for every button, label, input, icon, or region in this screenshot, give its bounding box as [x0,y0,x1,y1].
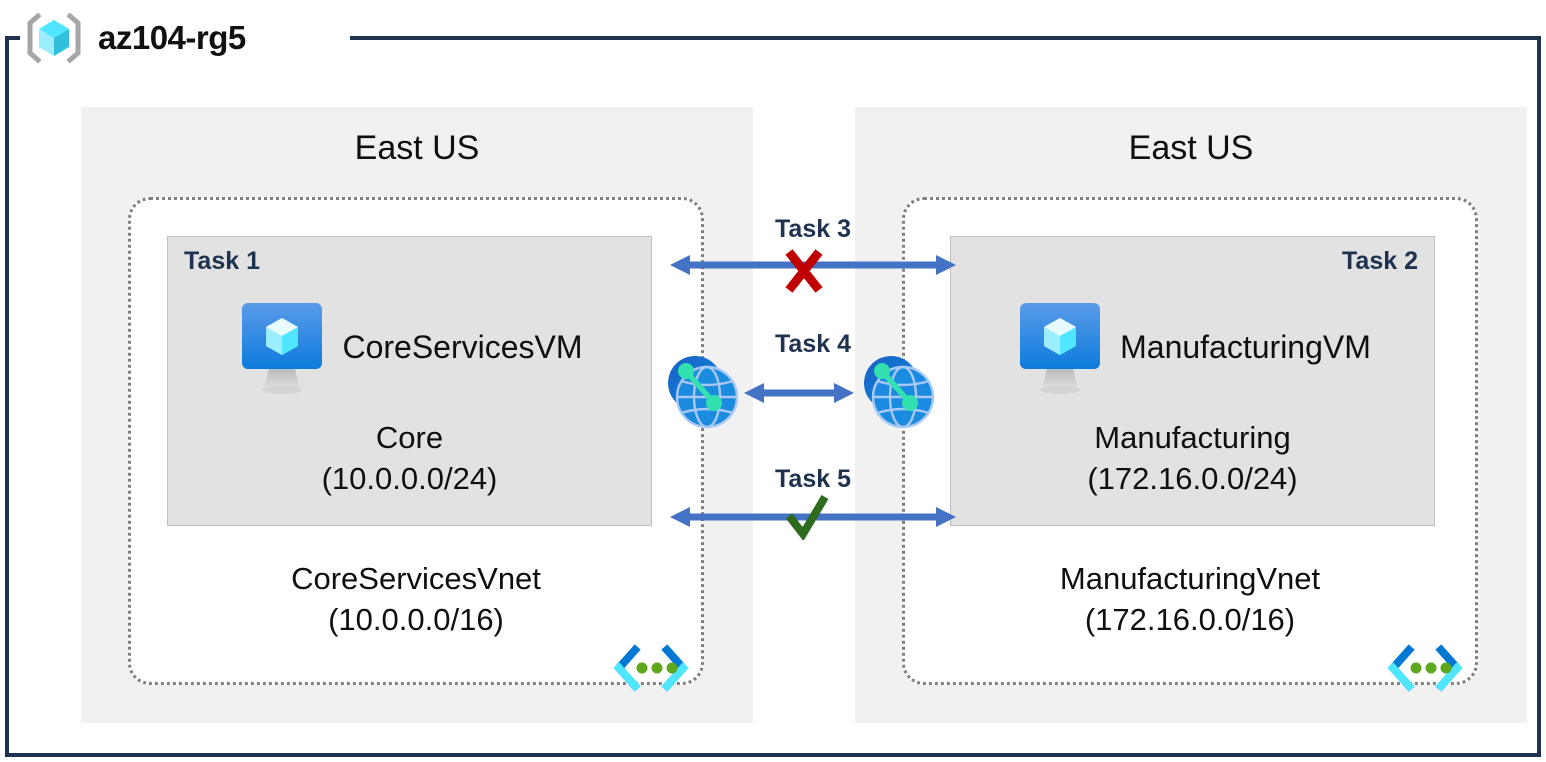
resource-group-title-mask [20,18,350,58]
vm-name-core-services: CoreServicesVM [342,328,583,365]
region-label-left: East US [354,129,480,167]
resource-group-name: az104-rg5 [98,19,246,56]
virtual-machine-icon [1014,299,1106,395]
vm-name-manufacturing: ManufacturingVM [1120,328,1371,365]
region-label-right: East US [1128,129,1254,167]
vnet-manufacturing-caption: ManufacturingVnet (172.16.0.0/16) [905,558,1475,640]
vnet-icon [1387,642,1463,694]
subnet-manufacturing-address-range: (172.16.0.0/24) [1087,461,1298,496]
vnet-icon [613,642,689,694]
resource-group-frame [5,36,1541,757]
task-tag-1: Task 1 [184,247,260,275]
subnet-core: Task 1 [167,236,652,526]
vm-row-manufacturing: ManufacturingVM [951,299,1434,395]
vnet-peering-icon [857,351,939,431]
vnet-core-services-address-space: (10.0.0.0/16) [328,602,504,637]
connection-arrow-task4 [744,380,854,406]
virtual-machine-icon [236,299,328,395]
connection-label-task5: Task 5 [775,465,851,493]
vnet-manufacturing-address-space: (172.16.0.0/16) [1084,602,1296,637]
task-tag-2: Task 2 [1342,247,1418,275]
green-check-icon [784,492,830,542]
vnet-peering-icon [661,351,743,431]
connection-label-task3: Task 3 [775,215,851,243]
connection-label-task4: Task 4 [775,330,851,358]
vnet-manufacturing-name: ManufacturingVnet [1059,561,1321,596]
vm-row-core: CoreServicesVM [168,299,651,395]
vnet-core-services-caption: CoreServicesVnet (10.0.0.0/16) [131,558,701,640]
subnet-manufacturing-caption: Manufacturing (172.16.0.0/24) [951,417,1434,499]
subnet-core-address-range: (10.0.0.0/24) [321,461,498,496]
subnet-manufacturing-name: Manufacturing [1094,420,1291,455]
subnet-core-name: Core [375,420,444,455]
subnet-core-caption: Core (10.0.0.0/24) [168,417,651,499]
vnet-core-services-name: CoreServicesVnet [291,561,541,596]
red-x-icon [782,248,826,294]
resource-group-header: az104-rg5 [22,7,246,69]
resource-group-cube-icon [22,10,86,66]
subnet-manufacturing: Task 2 [950,236,1435,526]
